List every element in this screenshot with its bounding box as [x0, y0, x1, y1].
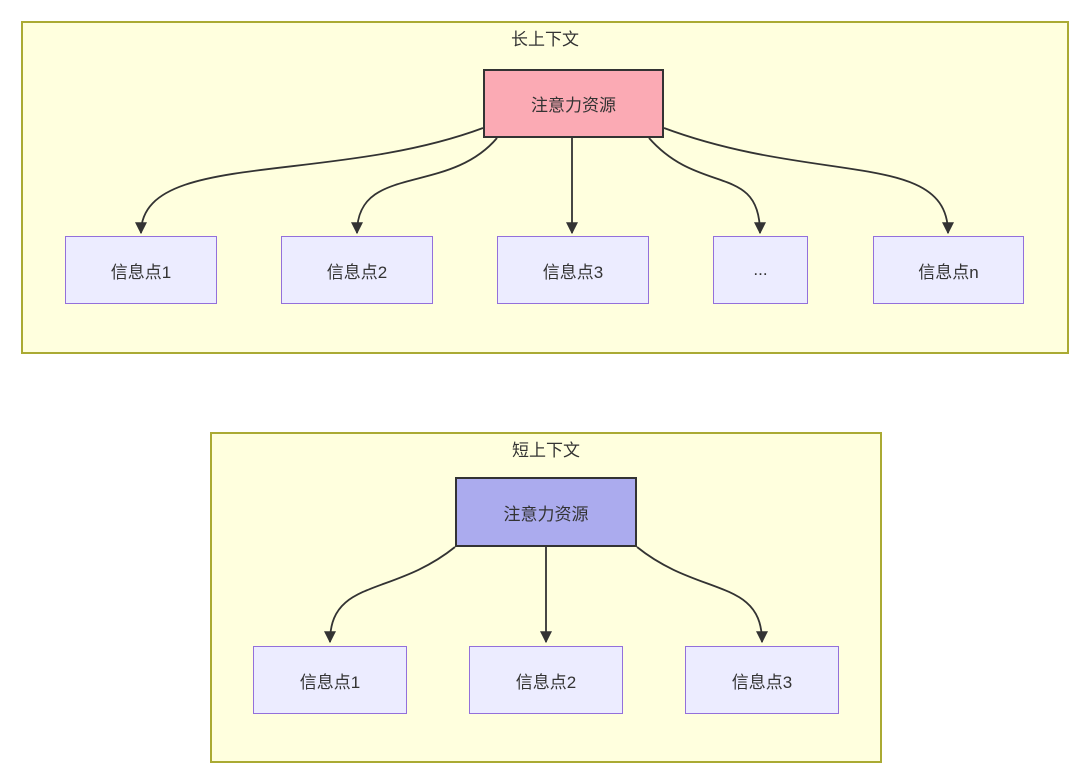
long-info-point-ellipsis-label: ...: [753, 260, 768, 279]
long-info-point-2-label: 信息点2: [326, 262, 388, 282]
short-info-point-2-label: 信息点2: [515, 672, 577, 692]
long-info-point-ellipsis-node: ...: [713, 236, 808, 304]
long-info-point-1-label: 信息点1: [110, 262, 172, 282]
short-info-point-2-node: 信息点2: [469, 646, 623, 714]
short-context-title: 短上下文: [512, 441, 580, 460]
long-info-point-2-node: 信息点2: [281, 236, 433, 304]
long-info-point-3-label: 信息点3: [542, 262, 604, 282]
long-info-point-3-node: 信息点3: [497, 236, 649, 304]
long-context-title: 长上下文: [511, 30, 579, 49]
short-info-point-1-label: 信息点1: [299, 672, 361, 692]
short-info-point-3-node: 信息点3: [685, 646, 839, 714]
short-info-point-1-node: 信息点1: [253, 646, 407, 714]
long-attention-resource-node: 注意力资源: [483, 69, 664, 138]
short-attention-resource-node: 注意力资源: [455, 477, 637, 547]
long-info-point-n-label: 信息点n: [918, 262, 979, 282]
short-info-point-3-label: 信息点3: [731, 672, 793, 692]
short-attention-resource-label: 注意力资源: [503, 504, 589, 524]
long-attention-resource-label: 注意力资源: [531, 96, 616, 115]
long-info-point-1-node: 信息点1: [65, 236, 217, 304]
long-info-point-n-node: 信息点n: [873, 236, 1024, 304]
